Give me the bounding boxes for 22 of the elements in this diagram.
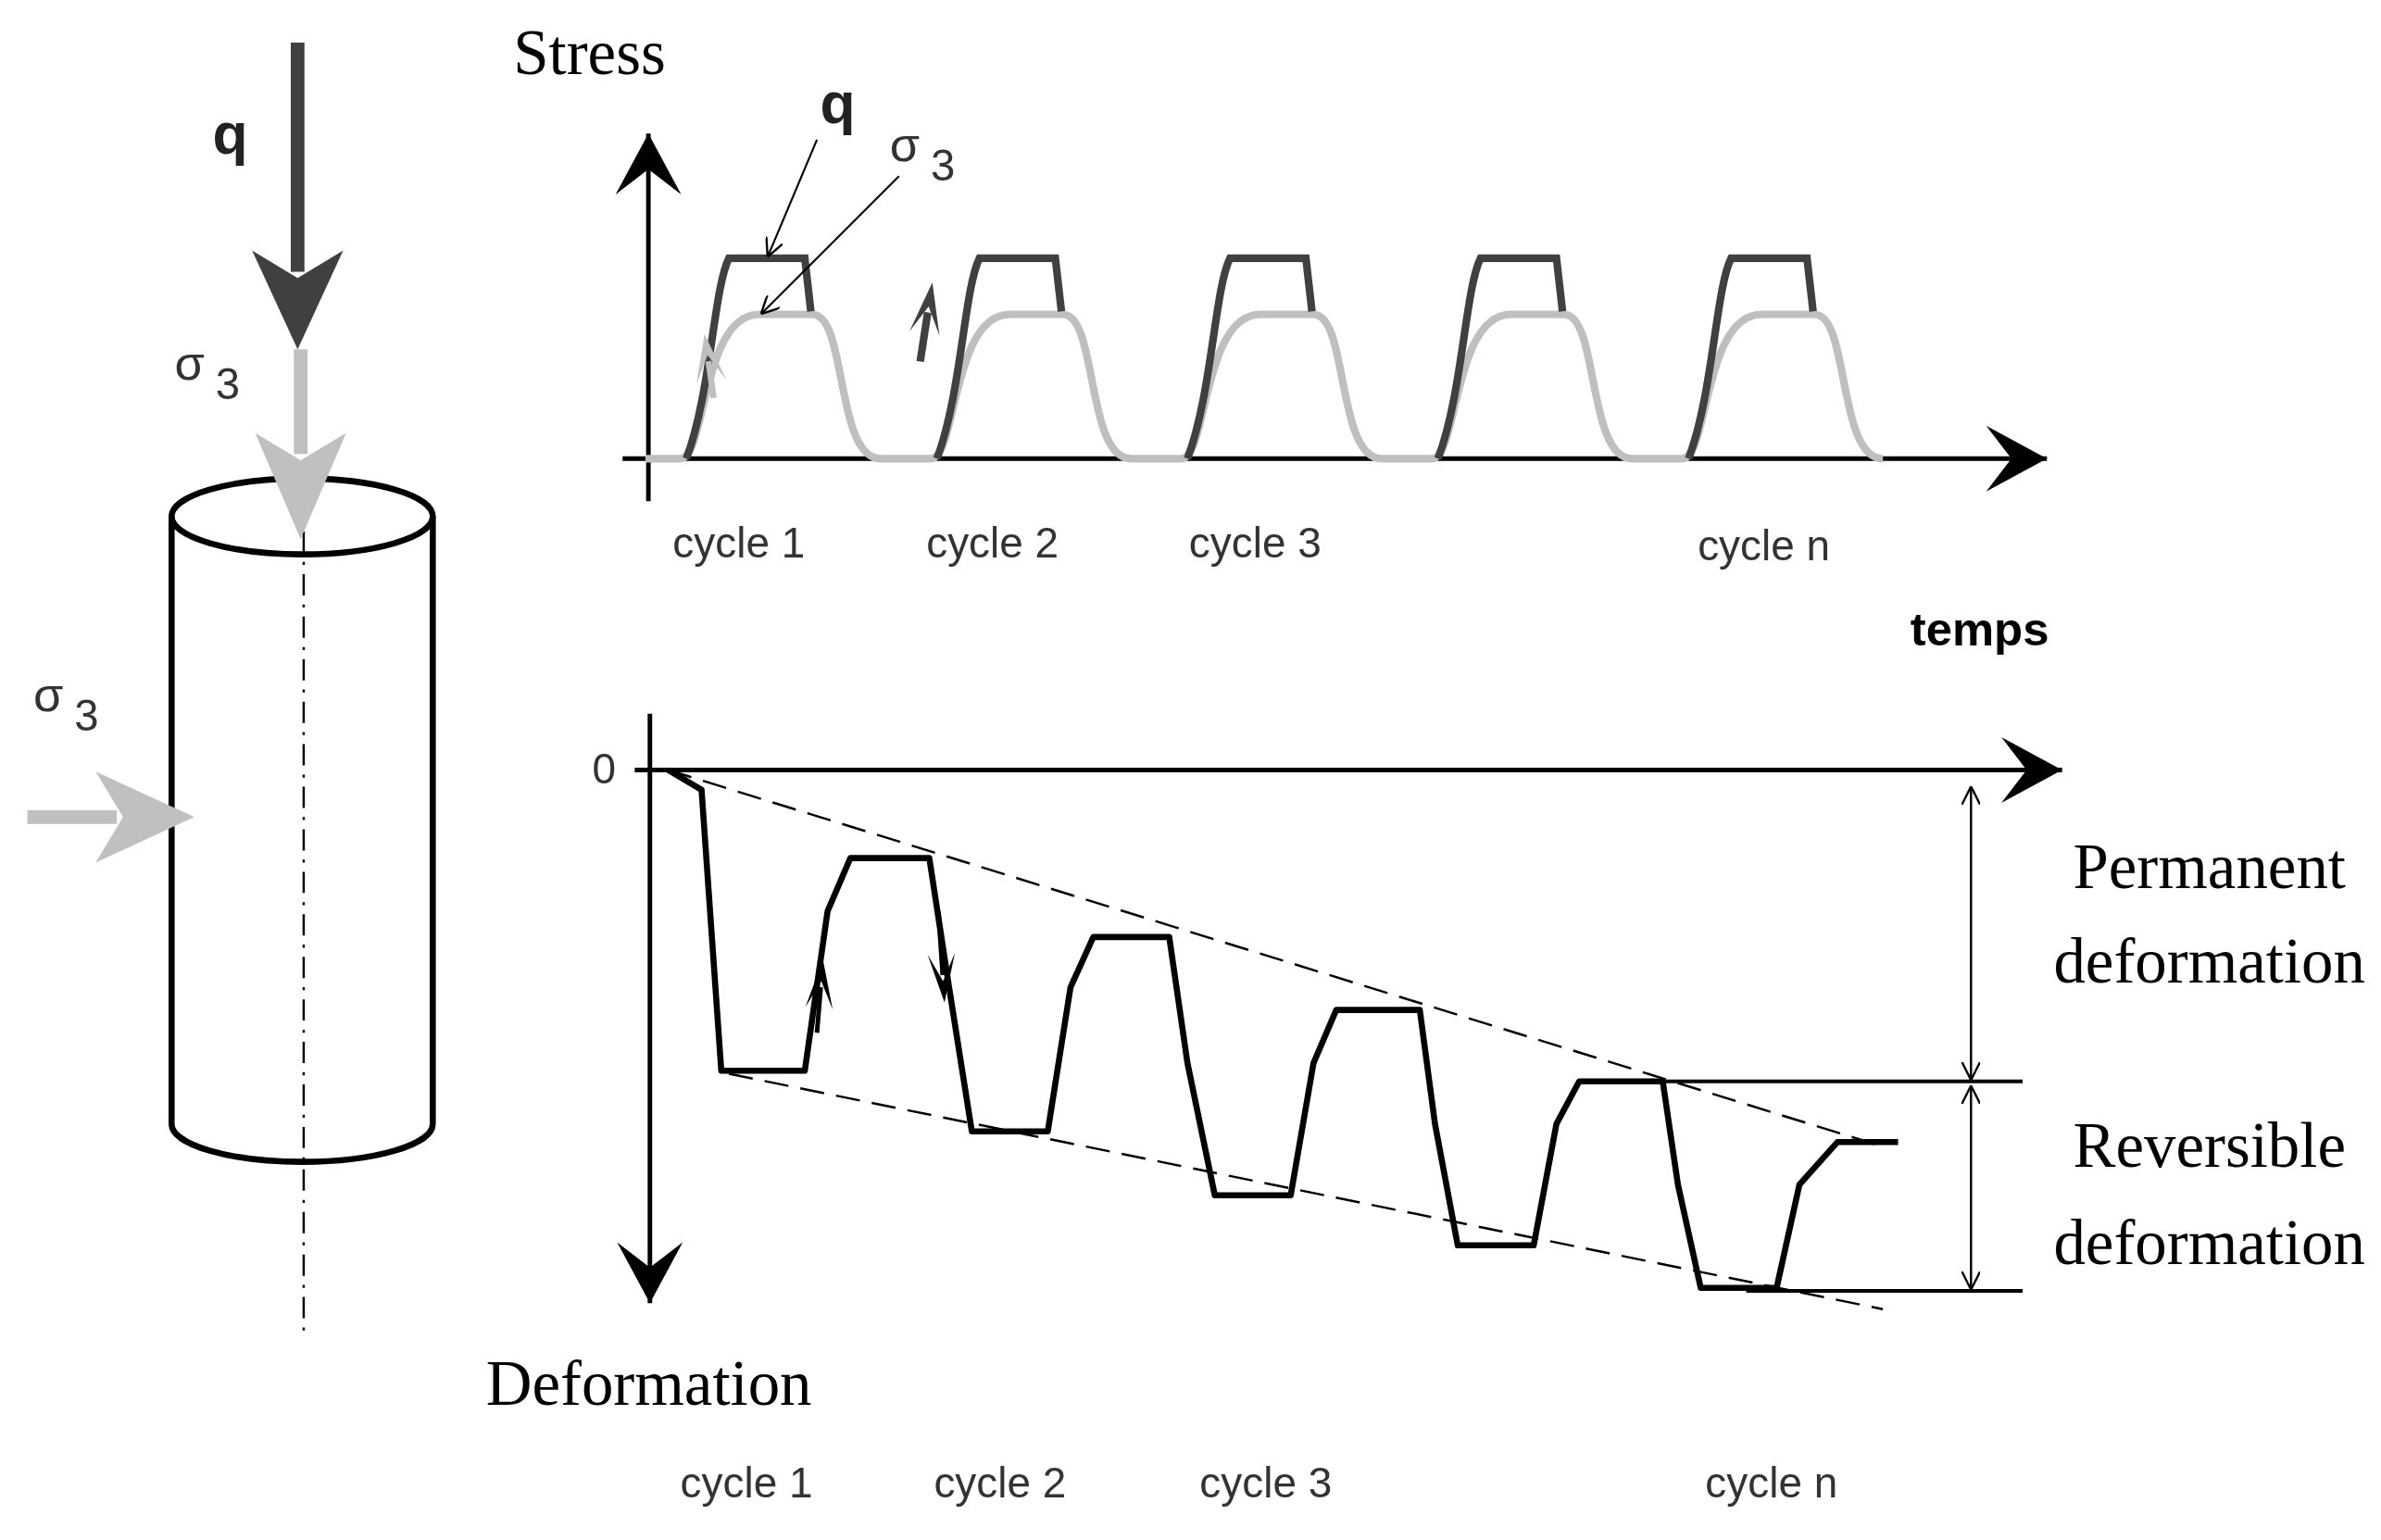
cycle-label: cycle 3 (1199, 1460, 1333, 1509)
cycle-label: cycle 2 (934, 1460, 1067, 1509)
force-label: σ$_{3}$ (174, 337, 240, 410)
cycle-label: cycle n (1705, 1460, 1838, 1509)
axis-label: temps (1910, 604, 2049, 657)
force-label: σ$_{3}$ (33, 668, 99, 741)
axis-label: Deformation (485, 1348, 812, 1420)
curve-label: q (820, 72, 856, 137)
cycle-label: cycle n (1698, 523, 1831, 571)
axis-label: Stress (513, 18, 666, 89)
cycle-label: cycle 3 (1188, 520, 1322, 569)
cycle-label: cycle 1 (680, 1460, 813, 1509)
leader-line (759, 175, 900, 316)
force-label: q (212, 103, 248, 168)
annotation: Reversible deformation (2052, 1108, 2366, 1280)
axis-tick-label: 0 (592, 746, 616, 795)
annotation: Permanent deformation (2052, 831, 2366, 998)
cycle-label: cycle 2 (926, 520, 1059, 569)
cycle-label: cycle 1 (672, 520, 806, 569)
leader-line (765, 139, 819, 258)
curve-label: σ$_{3}$ (889, 118, 956, 192)
load-curve (683, 254, 1817, 463)
